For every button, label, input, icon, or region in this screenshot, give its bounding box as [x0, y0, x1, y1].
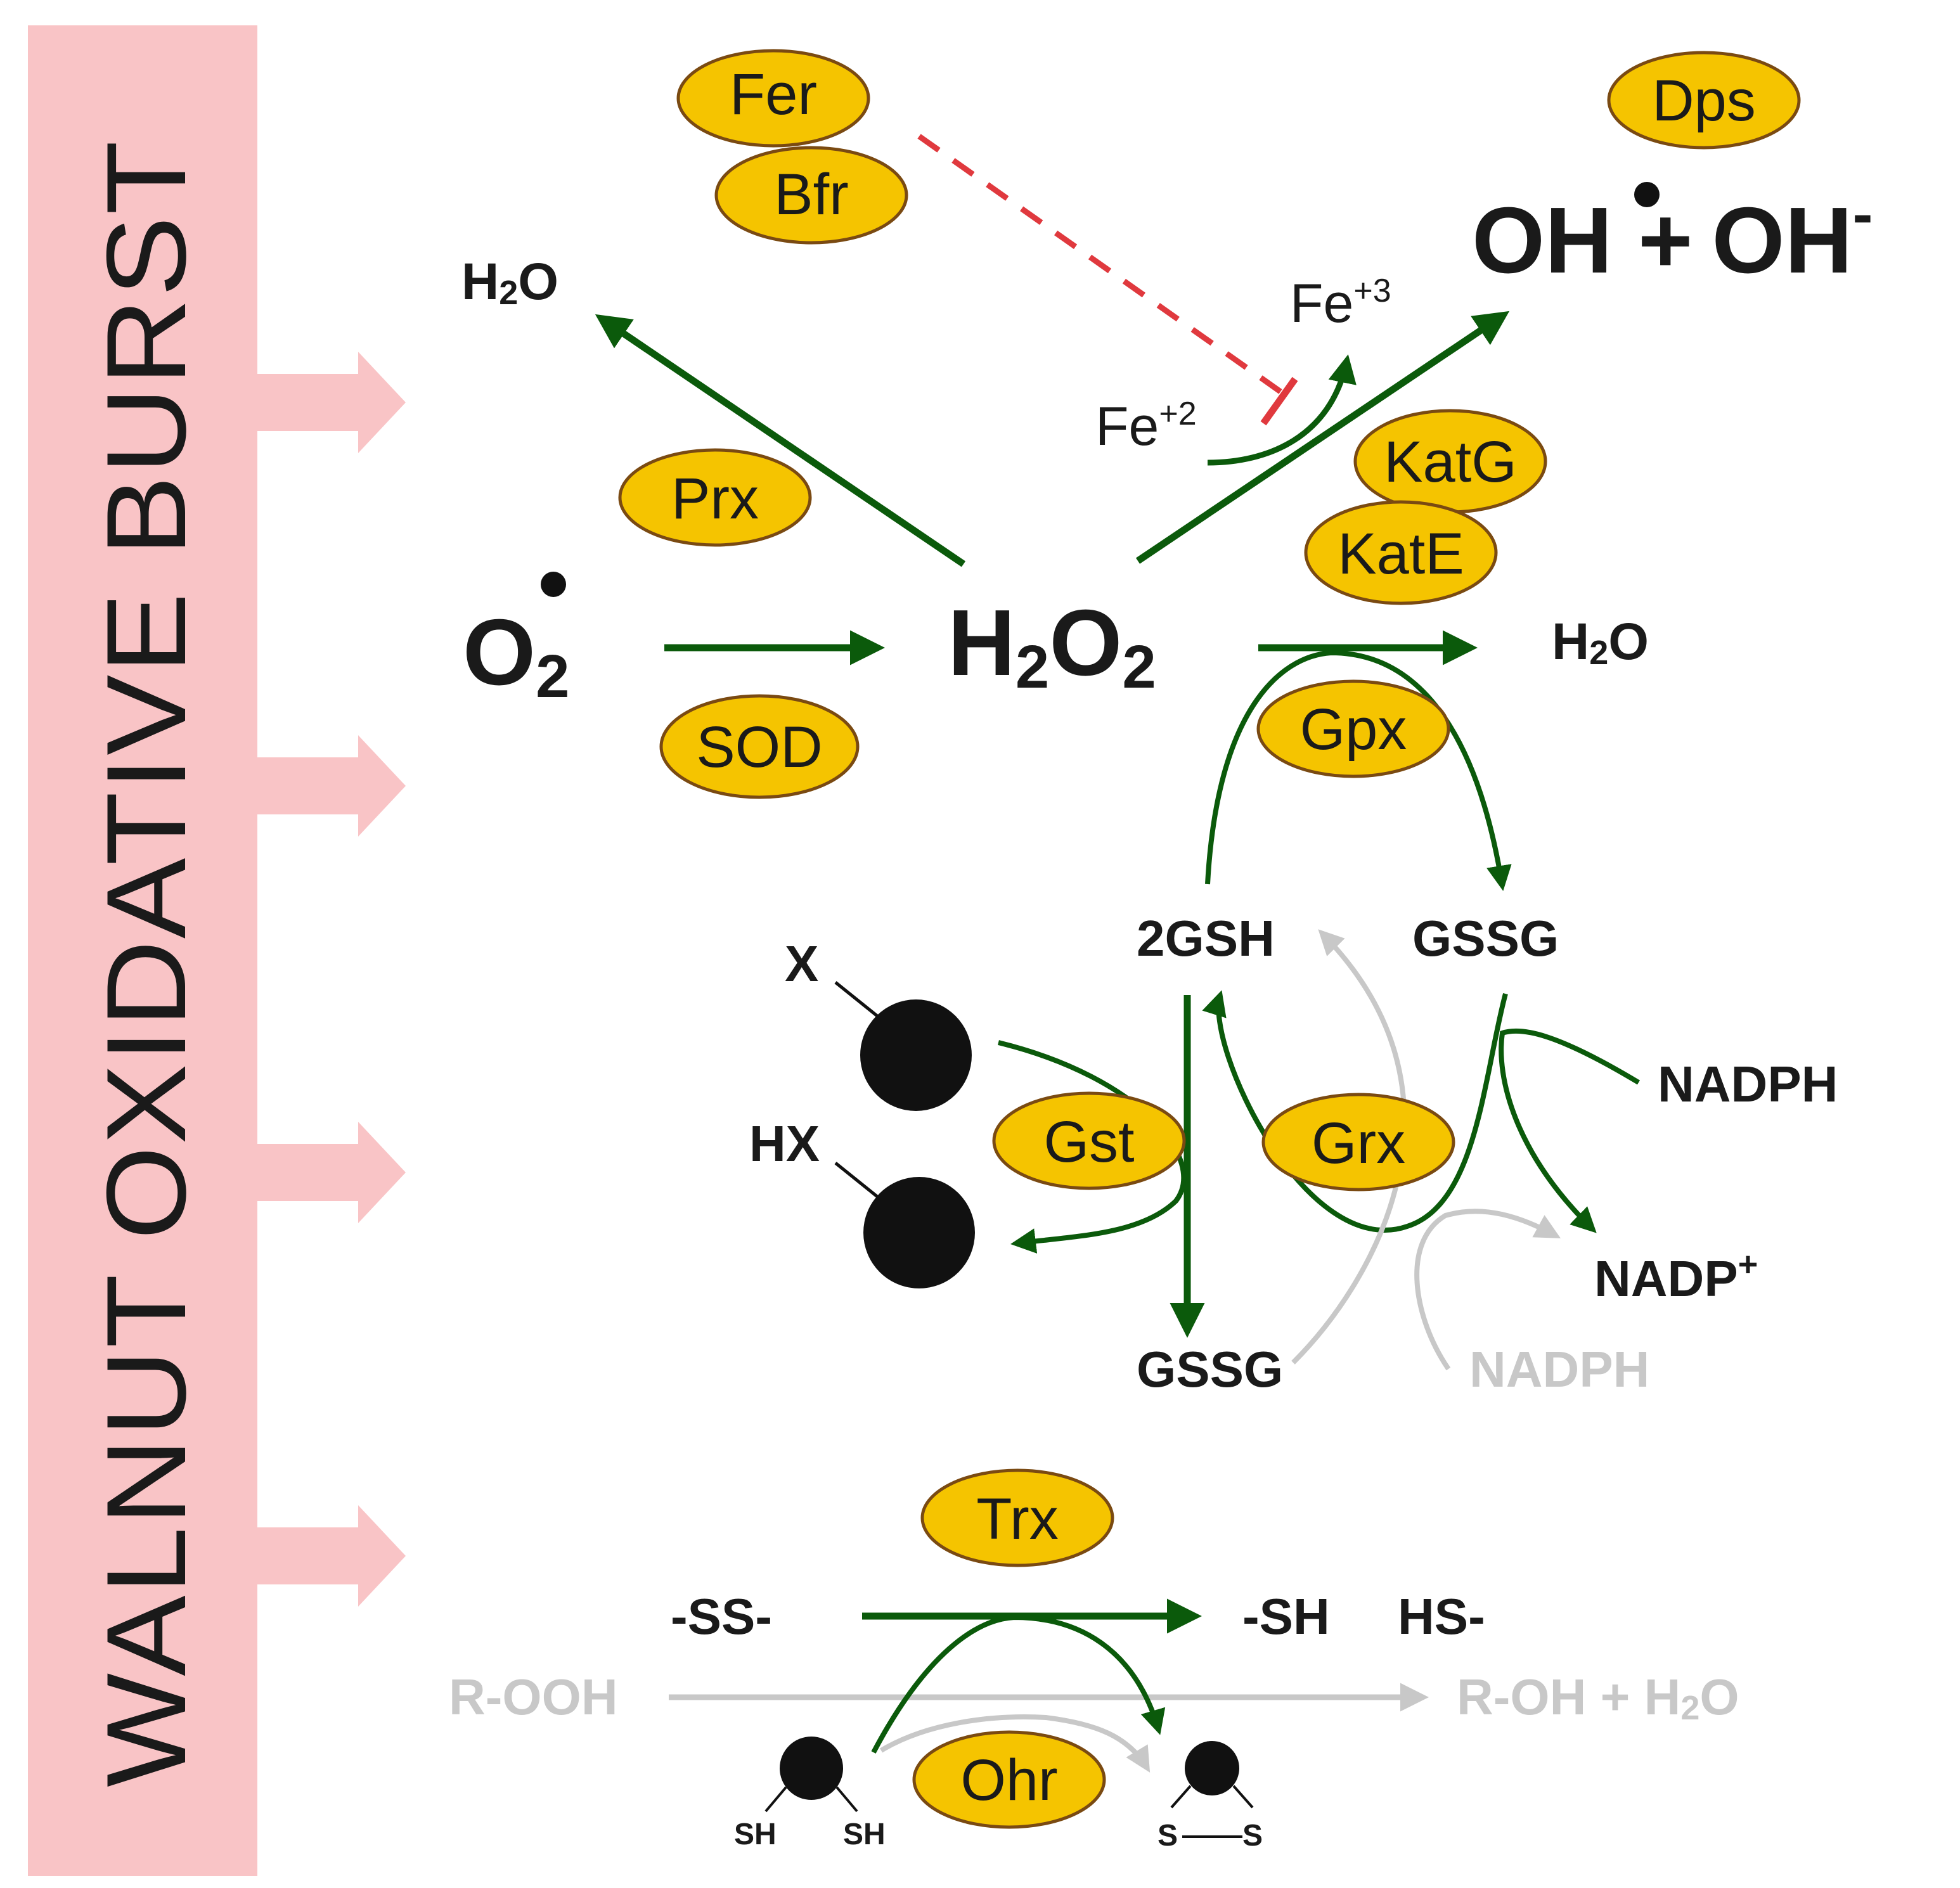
- reduced-protein-dot: [780, 1737, 843, 1800]
- disulfide-s-right: S: [1242, 1819, 1263, 1853]
- banner-title: WALNUT OXIDATIVE BURST: [83, 139, 209, 1787]
- banner-arrow-3: [256, 1122, 406, 1223]
- thiol-hs-label: HS-: [1398, 1588, 1485, 1645]
- arrow-fe2-to-fe3: [1207, 354, 1357, 466]
- banner-bar: [28, 25, 257, 1876]
- ferric-iron-label: Fe+3: [1290, 273, 1391, 334]
- x-substrate: [834, 981, 972, 1111]
- enzyme-prx: Prx: [618, 448, 812, 547]
- arrow-grey-nadph-to-nadp: [1414, 1209, 1561, 1371]
- disulfide-s-left: S: [1157, 1819, 1178, 1853]
- enzyme-kate-label: KatE: [1338, 522, 1464, 586]
- thiol-sh-right: SH: [843, 1818, 886, 1851]
- banner-arrow-2: [256, 735, 406, 837]
- oxidized-protein-dot: [1185, 1741, 1239, 1795]
- water-label-prx: H2O: [461, 253, 558, 312]
- oxidized-protein: [1170, 1741, 1254, 1838]
- gssg-label-gpx: GSSG: [1412, 910, 1559, 966]
- enzyme-fer: Fer: [676, 49, 870, 148]
- arrow-gst-conjugation: [998, 1040, 1187, 1254]
- banner-arrow-4: [256, 1505, 406, 1607]
- banner-arrow-1: [256, 352, 406, 453]
- hx-substrate-dot: [863, 1177, 975, 1288]
- enzyme-bfr-label: Bfr: [774, 162, 849, 227]
- x-substrate-dot: [860, 999, 972, 1111]
- enzyme-kate: KatE: [1304, 500, 1498, 605]
- enzyme-trx: Trx: [920, 1468, 1114, 1567]
- ferrous-iron-label: Fe+2: [1095, 395, 1197, 457]
- hydroxyl-radical-dot: [1634, 182, 1660, 207]
- arrow-gpx-cycle: [1205, 650, 1512, 891]
- water-label-gpx: H2O: [1552, 613, 1649, 672]
- enzyme-bfr: Bfr: [714, 146, 908, 245]
- disulfide-label: -SS-: [671, 1588, 772, 1645]
- hydroxyl-products-label: OH+OH-: [1472, 180, 1873, 293]
- hydroperoxide-label: R-OOH: [449, 1669, 618, 1725]
- enzyme-katg-label: KatG: [1384, 430, 1517, 494]
- enzyme-dps-label: Dps: [1652, 68, 1756, 133]
- arrow-h2o2-to-water-prx: [595, 314, 966, 567]
- gsh-label: 2GSH: [1137, 910, 1275, 966]
- x-group-label: X: [785, 935, 818, 992]
- inhibition-ferritin: [917, 134, 1289, 399]
- arrow-nadph-to-nadp: [1499, 1028, 1641, 1233]
- enzyme-gst-label: Gst: [1043, 1110, 1134, 1174]
- thiol-label: -SH: [1242, 1588, 1330, 1645]
- hydrogen-peroxide-label: H2O2: [948, 591, 1156, 701]
- enzyme-gst: Gst: [992, 1091, 1186, 1190]
- enzyme-fer-label: Fer: [730, 62, 817, 127]
- thiol-sh-left: SH: [734, 1818, 777, 1851]
- enzyme-gpx: Gpx: [1256, 679, 1450, 778]
- nadp-label: NADP+: [1594, 1245, 1758, 1307]
- banner: WALNUT OXIDATIVE BURST: [28, 25, 406, 1876]
- enzyme-gpx-label: Gpx: [1300, 697, 1407, 762]
- enzyme-trx-label: Trx: [976, 1487, 1058, 1551]
- arrow-h2o2-to-hydroxyl: [1135, 311, 1510, 564]
- reduced-protein: [764, 1737, 858, 1813]
- enzyme-dps: Dps: [1607, 51, 1801, 150]
- superoxide-label: O2: [463, 600, 570, 710]
- hx-substrate: [834, 1162, 975, 1288]
- nadph-label: NADPH: [1658, 1056, 1838, 1112]
- enzyme-ohr-label: Ohr: [960, 1748, 1057, 1813]
- alcohol-water-label: R-OH + H2O: [1457, 1669, 1739, 1727]
- enzyme-katg: KatG: [1353, 409, 1547, 514]
- superoxide-radical-dot: [541, 572, 566, 597]
- enzyme-sod-label: SOD: [696, 715, 822, 780]
- inhibition-bar: [1260, 376, 1298, 426]
- arrow-grey-ohr-cycle: [879, 1714, 1151, 1773]
- enzyme-grx: Grx: [1261, 1093, 1455, 1191]
- enzyme-sod: SOD: [659, 694, 860, 799]
- arrow-trx-cycle: [871, 1614, 1166, 1754]
- nadph-grey-label: NADPH: [1469, 1341, 1649, 1397]
- arrow-grx-cycle: [1202, 990, 1508, 1233]
- enzyme-grx-label: Grx: [1312, 1111, 1405, 1176]
- enzyme-prx-label: Prx: [671, 466, 759, 531]
- hx-group-label: HX: [749, 1115, 820, 1172]
- enzyme-ohr: Ohr: [912, 1730, 1106, 1829]
- gssg-label-gst: GSSG: [1137, 1341, 1283, 1397]
